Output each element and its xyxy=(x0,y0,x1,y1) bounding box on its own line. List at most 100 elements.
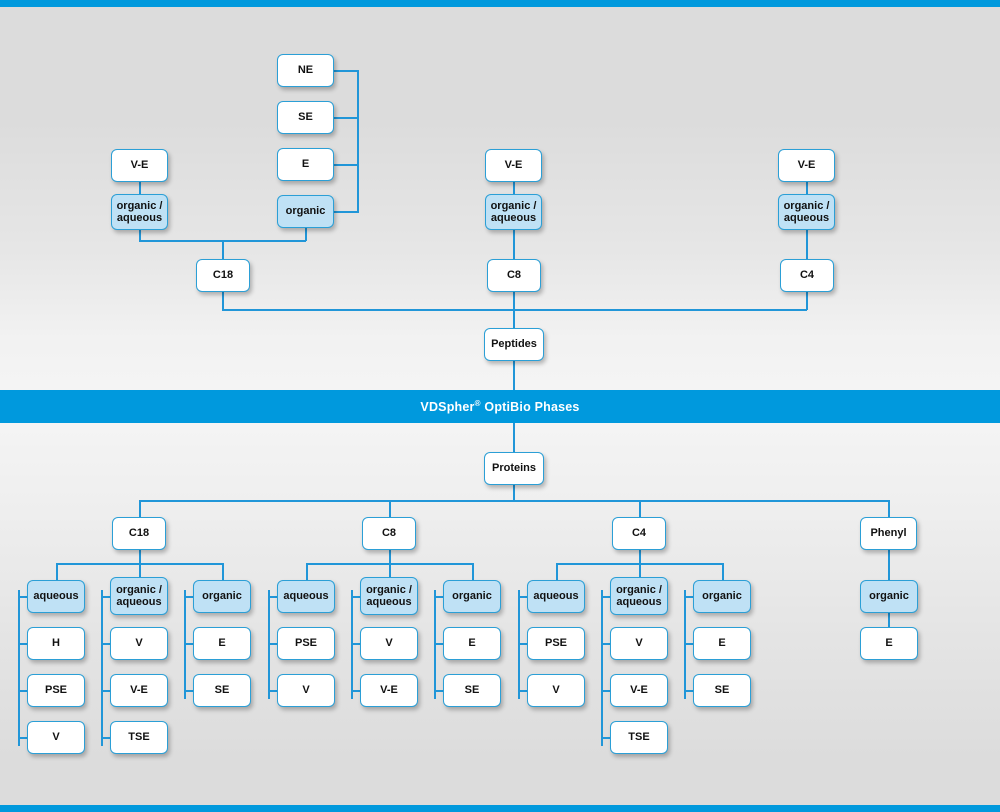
node-peptides-root[interactable]: Peptides xyxy=(484,328,544,361)
node-pse-c4-aqueous[interactable]: PSE xyxy=(527,627,585,660)
connector xyxy=(513,181,515,194)
line-1: organic / xyxy=(116,199,163,212)
node-aqueous-c18[interactable]: aqueous xyxy=(27,580,85,613)
connector xyxy=(101,643,111,645)
connector xyxy=(601,590,603,746)
line-2: aqueous xyxy=(783,212,830,224)
node-organic-c8[interactable]: organic xyxy=(443,580,501,613)
connector xyxy=(139,181,141,194)
banner-title: VDSpher® OptiBio Phases xyxy=(420,399,579,414)
connector xyxy=(222,291,224,310)
node-c4-peptides[interactable]: C4 xyxy=(780,259,834,292)
line-2: aqueous xyxy=(366,596,412,608)
node-ve-c4-peptides[interactable]: V-E xyxy=(778,149,835,182)
node-organic-aqueous-c4-peptides[interactable]: organic / aqueous xyxy=(778,194,835,230)
node-proteins-root[interactable]: Proteins xyxy=(484,452,544,485)
node-aqueous-c4[interactable]: aqueous xyxy=(527,580,585,613)
node-ve-c4-organic-aqueous[interactable]: V-E xyxy=(610,674,668,707)
connector xyxy=(601,737,611,739)
banner-brand: VDSpher xyxy=(420,400,475,415)
node-organic-c4[interactable]: organic xyxy=(693,580,751,613)
node-v-c8-organic-aqueous[interactable]: V xyxy=(360,627,418,660)
connector xyxy=(268,596,278,598)
connector xyxy=(101,596,111,598)
node-pse-c8-aqueous[interactable]: PSE xyxy=(277,627,335,660)
node-organic-phenyl[interactable]: organic xyxy=(860,580,918,613)
node-v-c18-aqueous[interactable]: V xyxy=(27,721,85,754)
connector xyxy=(139,500,141,517)
node-e-c4-organic[interactable]: E xyxy=(693,627,751,660)
node-c18-proteins[interactable]: C18 xyxy=(112,517,166,550)
node-e-phenyl-organic[interactable]: E xyxy=(860,627,918,660)
connector xyxy=(334,211,358,213)
connector xyxy=(639,500,641,517)
connector xyxy=(513,309,515,330)
banner-suffix: OptiBio Phases xyxy=(480,400,580,415)
connector xyxy=(18,690,28,692)
node-ve-c8-organic-aqueous[interactable]: V-E xyxy=(360,674,418,707)
connector xyxy=(888,550,890,580)
node-v-c8-aqueous[interactable]: V xyxy=(277,674,335,707)
node-se-c18-organic[interactable]: SE xyxy=(193,674,251,707)
node-organic-c18-peptides[interactable]: organic xyxy=(277,195,334,228)
node-c8-peptides[interactable]: C8 xyxy=(487,259,541,292)
connector xyxy=(268,690,278,692)
connector xyxy=(518,690,528,692)
line-1: organic / xyxy=(366,583,412,596)
node-c8-proteins[interactable]: C8 xyxy=(362,517,416,550)
node-v-c4-organic-aqueous[interactable]: V xyxy=(610,627,668,660)
node-ve-c18-organic-aqueous[interactable]: V-E xyxy=(110,674,168,707)
node-phenyl-proteins[interactable]: Phenyl xyxy=(860,517,917,550)
line-2: aqueous xyxy=(116,596,162,608)
connector xyxy=(56,563,58,580)
connector xyxy=(139,550,141,564)
line-1: organic / xyxy=(783,199,830,212)
node-tse-c18-organic-aqueous[interactable]: TSE xyxy=(110,721,168,754)
connector xyxy=(888,500,890,517)
node-e-c18-organic[interactable]: E xyxy=(193,627,251,660)
line-1: organic / xyxy=(490,199,537,212)
connector xyxy=(389,500,391,517)
connector xyxy=(601,596,611,598)
connector xyxy=(472,563,474,580)
connector xyxy=(513,485,515,501)
connector xyxy=(18,643,28,645)
node-se-c8-organic[interactable]: SE xyxy=(443,674,501,707)
node-organic-aqueous-c18-peptides[interactable]: organic / aqueous xyxy=(111,194,168,230)
connector xyxy=(806,181,808,194)
connector xyxy=(518,643,528,645)
node-aqueous-c8[interactable]: aqueous xyxy=(277,580,335,613)
node-v-c4-aqueous[interactable]: V xyxy=(527,674,585,707)
node-h-c18-aqueous[interactable]: H xyxy=(27,627,85,660)
node-ne[interactable]: NE xyxy=(277,54,334,87)
connector xyxy=(351,596,361,598)
node-e[interactable]: E xyxy=(277,148,334,181)
connector xyxy=(389,550,391,564)
node-v-c18-organic-aqueous[interactable]: V xyxy=(110,627,168,660)
node-c4-proteins[interactable]: C4 xyxy=(612,517,666,550)
node-e-c8-organic[interactable]: E xyxy=(443,627,501,660)
node-ve-c18-peptides[interactable]: V-E xyxy=(111,149,168,182)
node-c18-peptides[interactable]: C18 xyxy=(196,259,250,292)
node-pse-c18-aqueous[interactable]: PSE xyxy=(27,674,85,707)
node-ve-c8-peptides[interactable]: V-E xyxy=(485,149,542,182)
connector xyxy=(334,164,358,166)
connector xyxy=(184,596,194,598)
node-se-c4-organic[interactable]: SE xyxy=(693,674,751,707)
node-organic-aqueous-c8[interactable]: organic / aqueous xyxy=(360,577,418,615)
connector xyxy=(556,563,558,580)
banner: VDSpher® OptiBio Phases xyxy=(0,390,1000,423)
node-organic-aqueous-c4[interactable]: organic / aqueous xyxy=(610,577,668,615)
node-organic-aqueous-c8-peptides[interactable]: organic / aqueous xyxy=(485,194,542,230)
node-organic-c18[interactable]: organic xyxy=(193,580,251,613)
node-organic-aqueous-c18[interactable]: organic / aqueous xyxy=(110,577,168,615)
connector xyxy=(334,70,358,72)
connector xyxy=(222,563,224,580)
node-tse-c4-organic-aqueous[interactable]: TSE xyxy=(610,721,668,754)
registered-icon: ® xyxy=(474,398,481,408)
line-1: organic / xyxy=(616,583,662,596)
connector xyxy=(518,596,528,598)
node-se[interactable]: SE xyxy=(277,101,334,134)
connector xyxy=(639,563,641,580)
